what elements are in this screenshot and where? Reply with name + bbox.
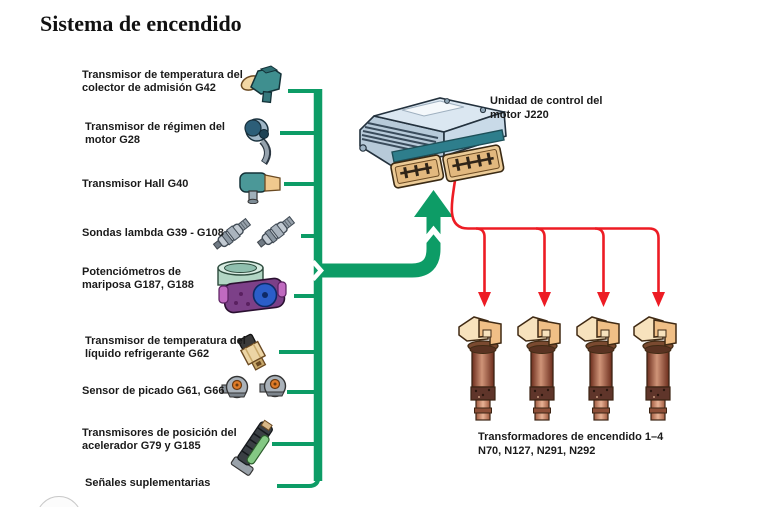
- branch-extra: [277, 475, 321, 488]
- ignition-coil-3: [576, 316, 620, 421]
- accelerator-position-sensor-icon: [230, 419, 273, 476]
- output-drop-2: [535, 227, 546, 294]
- ignition-arrowheads: [478, 292, 665, 307]
- page-title: Sistema de encendido: [40, 11, 242, 36]
- intake-temp-sensor-icon: [240, 65, 282, 104]
- label-ignition-transformers: Transformadores de encendido 1–4 N70, N1…: [478, 431, 664, 457]
- label-throttle-potentiometers: Potenciómetros de mariposa G187, G188: [82, 266, 194, 291]
- ecu-feed-line: [319, 217, 441, 278]
- output-drop-3: [594, 227, 605, 294]
- ecu-connector-left: [390, 154, 445, 189]
- label-supplementary-signals: Señales suplementarias: [85, 477, 211, 489]
- ecu-cooling-fins: [361, 122, 439, 150]
- junction-break-chevron: [311, 260, 325, 281]
- label-intake-temp-sensor: Transmisor de temperatura del colector d…: [82, 69, 243, 94]
- label-engine-control-unit: Unidad de control del motor J220: [490, 95, 603, 121]
- engine-speed-sensor-icon: [244, 118, 271, 165]
- ignition-coil-2: [517, 316, 561, 421]
- ignition-coil-4: [633, 316, 677, 421]
- throttle-potentiometer-icon: [217, 260, 287, 314]
- output-line-main: [450, 166, 660, 294]
- ignition-coil-1: [458, 316, 502, 421]
- arrow-break-chevron: [422, 225, 445, 243]
- label-lambda-probes: Sondas lambda G39 - G108: [82, 227, 224, 239]
- ignition-output-lines: [450, 166, 660, 294]
- output-drop-1: [475, 227, 486, 294]
- ecu-arrowhead: [414, 190, 453, 217]
- hall-sensor-icon: [239, 172, 281, 204]
- label-accelerator-position-sensors: Transmisores de posición del acelerador …: [82, 427, 237, 452]
- engine-control-unit-graphic: [359, 97, 508, 189]
- sensor-bus: [272, 89, 441, 488]
- label-hall-sensor: Transmisor Hall G40: [82, 178, 189, 190]
- label-knock-sensors: Sensor de picado G61, G66: [82, 385, 225, 397]
- label-coolant-temp-sensor: Transmisor de temperatura del líquido re…: [85, 335, 246, 360]
- label-engine-speed-sensor: Transmisor de régimen del motor G28: [85, 121, 225, 146]
- ignition-coils-graphic: [458, 316, 677, 421]
- coolant-temp-sensor-icon: [238, 333, 267, 371]
- ecu-connector-right: [442, 144, 505, 183]
